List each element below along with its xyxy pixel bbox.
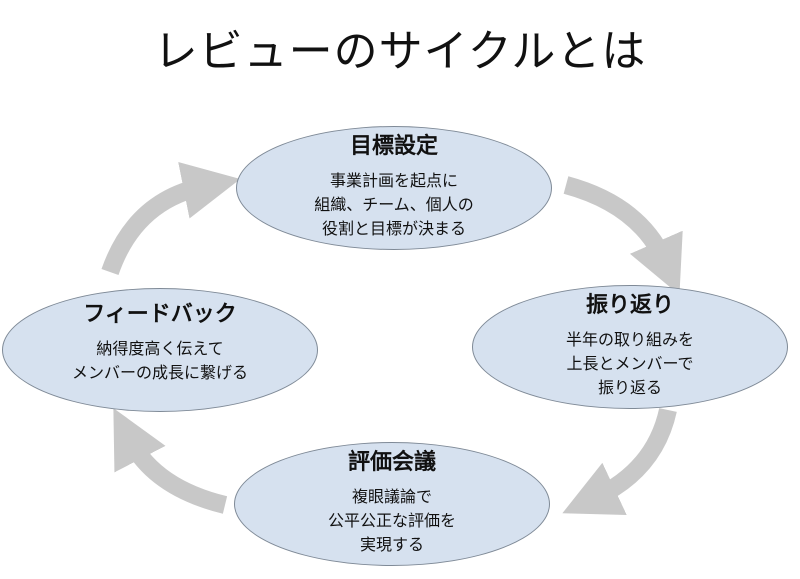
- node-goal-setting-text: 事業計画を起点に 組織、チーム、個人の 役割と目標が決まる: [314, 171, 474, 238]
- node-reflection-heading: 振り返り: [585, 293, 674, 318]
- arrow-goal-to-review: [563, 176, 683, 295]
- node-evaluation-meeting-text: 複眼議論で 公平公正な評価を 実現する: [327, 487, 456, 554]
- arrow-eval-to-feedback: [113, 408, 228, 514]
- node-goal-setting-heading: 目標設定: [349, 134, 438, 159]
- node-reflection: 振り返り 半年の取り組みを 上長とメンバーで 振り返る: [472, 285, 788, 409]
- arrow-review-to-eval: [562, 407, 677, 515]
- page-title: レビューのサイクルとは: [153, 26, 647, 77]
- node-feedback-heading: フィードバック: [83, 302, 237, 327]
- node-feedback: フィードバック 納得度高く伝えて メンバーの成長に繋げる: [2, 288, 318, 412]
- node-evaluation-meeting-heading: 評価会議: [347, 450, 436, 475]
- node-reflection-text: 半年の取り組みを 上長とメンバーで 振り返る: [565, 330, 694, 397]
- node-evaluation-meeting: 評価会議 複眼議論で 公平公正な評価を 実現する: [234, 442, 550, 566]
- node-feedback-text: 納得度高く伝えて メンバーの成長に繋げる: [71, 339, 248, 382]
- arrow-feedback-to-goal: [101, 162, 241, 276]
- node-goal-setting: 目標設定 事業計画を起点に 組織、チーム、個人の 役割と目標が決まる: [236, 126, 552, 250]
